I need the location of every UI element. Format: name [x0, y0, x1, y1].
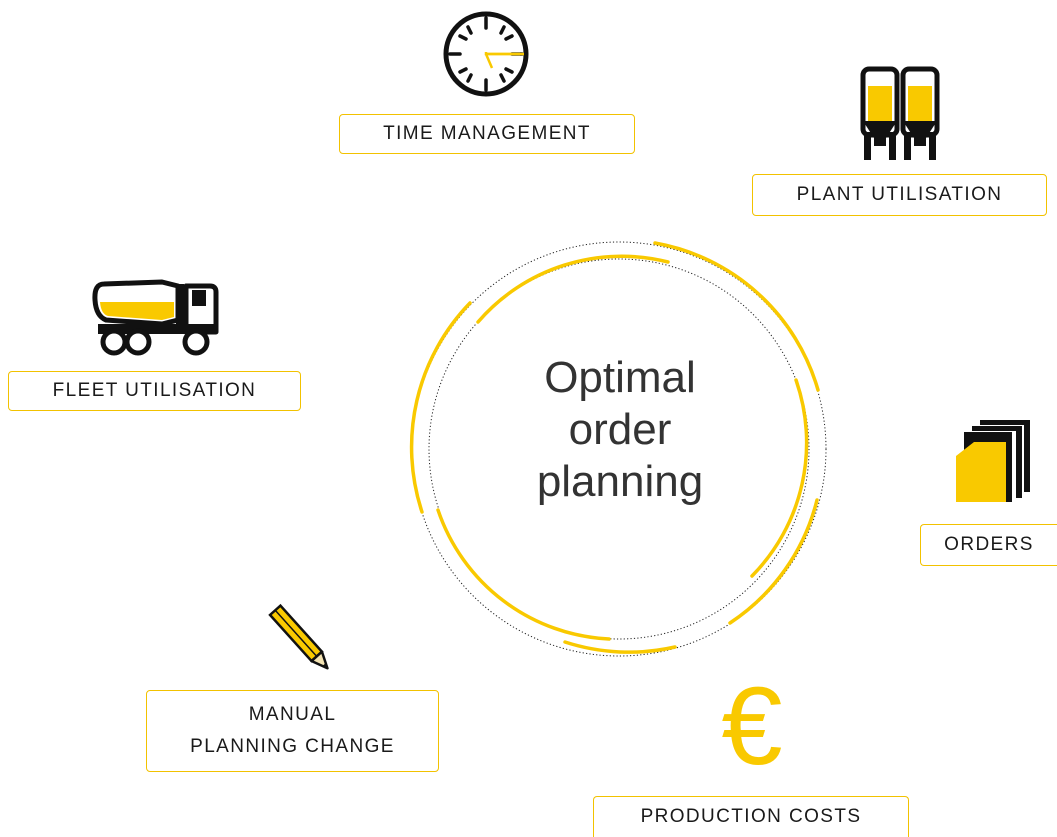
- center-title-line-2: order: [568, 405, 672, 454]
- pencil-icon: [268, 603, 329, 670]
- silo-icon: [860, 66, 940, 160]
- time-management-label: TIME MANAGEMENT: [339, 114, 635, 154]
- concrete-mixer-truck-icon: [92, 279, 219, 356]
- center-title: Optimal order planning: [470, 352, 770, 508]
- central-circle-graphic: [409, 241, 827, 657]
- documents-icon: [956, 420, 1030, 503]
- manual-planning-change-label-line-1: MANUAL: [248, 704, 337, 725]
- production-costs-label: PRODUCTION COSTS: [593, 796, 909, 837]
- fleet-utilisation-label: FLEET UTILISATION: [8, 371, 301, 411]
- outer-yellow-arcs: [409, 241, 820, 654]
- center-title-line-1: Optimal: [544, 353, 696, 402]
- inner-dotted-ring: [428, 258, 810, 640]
- manual-planning-change-label: MANUAL PLANNING CHANGE: [146, 690, 439, 772]
- clock-icon: [443, 11, 529, 97]
- orders-label: ORDERS: [920, 524, 1057, 566]
- manual-planning-change-label-line-2: PLANNING CHANGE: [190, 736, 395, 757]
- center-title-line-3: planning: [536, 457, 704, 506]
- euro-icon: €: [721, 665, 783, 788]
- plant-utilisation-label: PLANT UTILISATION: [752, 174, 1047, 216]
- inner-yellow-arcs: [436, 254, 809, 641]
